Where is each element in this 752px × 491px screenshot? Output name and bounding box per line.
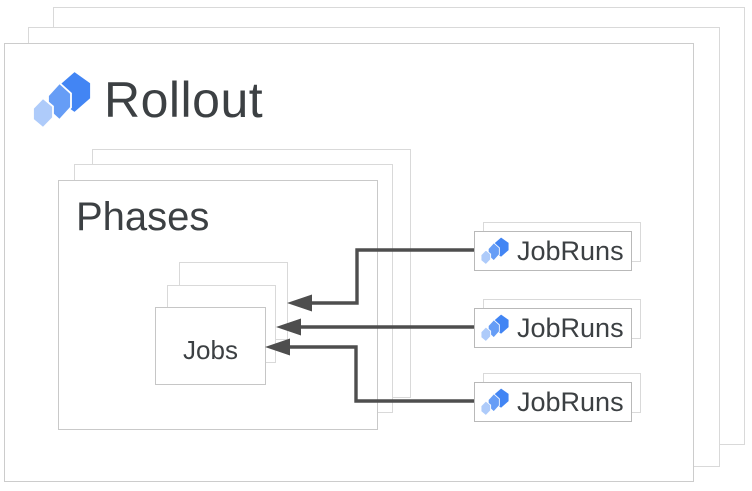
jobruns-title: JobRuns xyxy=(517,235,624,266)
cloud-deploy-icon xyxy=(481,314,509,342)
jobs-title: Jobs xyxy=(183,335,238,365)
rollout-title: Rollout xyxy=(104,72,264,128)
cloud-deploy-icon xyxy=(481,388,509,416)
jobruns-title: JobRuns xyxy=(517,312,624,343)
rollout-header: Rollout xyxy=(33,71,263,129)
jobruns-title: JobRuns xyxy=(517,386,624,417)
jobruns-2-box: JobRuns xyxy=(474,308,632,348)
phases-title: Phases xyxy=(76,195,210,239)
cloud-deploy-icon xyxy=(33,71,91,129)
cloud-deploy-icon xyxy=(481,237,509,265)
jobruns-1-box: JobRuns xyxy=(474,231,632,271)
jobs-box: Jobs xyxy=(155,307,266,385)
jobruns-3-box: JobRuns xyxy=(474,382,632,422)
